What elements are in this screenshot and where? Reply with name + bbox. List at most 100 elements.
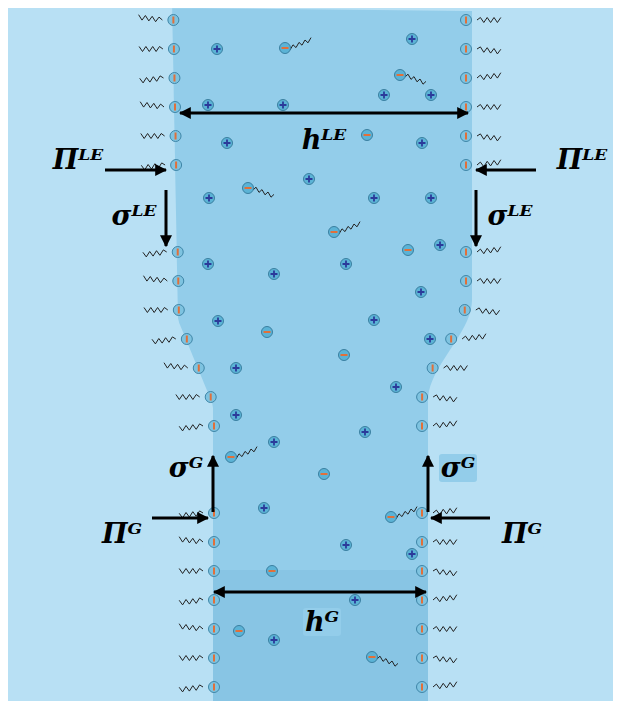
- surfactant-tail: [444, 366, 468, 371]
- surfactant-head: [170, 102, 181, 113]
- anion: [243, 183, 254, 194]
- surfactant-tail: [179, 424, 203, 431]
- charge-sign: [421, 655, 423, 662]
- surfactant-tail: [141, 134, 165, 139]
- surfactant-head: [417, 653, 428, 664]
- symbol-label: hᴸᴱ: [300, 126, 349, 154]
- surfactant-tail: [462, 334, 486, 341]
- surfactant-tail: [139, 47, 163, 52]
- surfactant-tail: [140, 102, 164, 109]
- charge-sign: [213, 423, 215, 430]
- surfactant-head: [169, 73, 180, 84]
- charge-sign: [306, 176, 313, 183]
- surfactant-tail: [339, 222, 360, 234]
- cation: [212, 44, 223, 55]
- charge-sign: [421, 394, 423, 401]
- surfactant-head: [205, 392, 216, 403]
- charge-sign: [465, 17, 467, 24]
- surfactant-tail: [433, 540, 457, 545]
- anion: [280, 43, 291, 54]
- symbol-label: Πᴳ: [100, 520, 144, 548]
- charge-sign: [282, 47, 289, 49]
- surfactant-tail: [144, 276, 168, 283]
- cation: [391, 382, 402, 393]
- surfactant-tail: [236, 447, 257, 459]
- symbol-label: hᴳ: [303, 608, 341, 636]
- charge-sign: [245, 187, 252, 189]
- surfactant-tail: [179, 598, 203, 605]
- surfactant-tail: [290, 38, 311, 50]
- tension-arrow: [475, 190, 478, 246]
- charge-sign: [178, 307, 180, 314]
- surfactant-tail: [433, 627, 457, 632]
- cation: [269, 635, 280, 646]
- cation: [341, 259, 352, 270]
- charge-sign: [421, 568, 423, 575]
- surfactant-head: [193, 363, 204, 374]
- charge-sign: [421, 626, 423, 633]
- cation: [407, 549, 418, 560]
- surfactant-tail: [477, 134, 501, 141]
- cation: [426, 193, 437, 204]
- anion: [262, 327, 273, 338]
- charge-sign: [228, 456, 235, 458]
- symbol-label: Πᴸᴱ: [51, 146, 105, 174]
- cation: [203, 259, 214, 270]
- tension-arrow: [212, 456, 215, 512]
- charge-sign: [175, 133, 177, 140]
- cation: [231, 410, 242, 421]
- charge-sign: [224, 140, 231, 147]
- anion: [403, 245, 414, 256]
- charge-sign: [393, 384, 400, 391]
- liquid-film: [172, 8, 472, 701]
- charge-sign: [465, 133, 467, 140]
- surfactant-tail: [433, 421, 457, 428]
- tension-arrow: [427, 456, 430, 512]
- charge-sign: [174, 104, 176, 111]
- symbol-label: σᴸᴱ: [110, 202, 159, 230]
- charge-sign: [271, 439, 278, 446]
- charge-sign: [465, 46, 467, 53]
- charge-sign: [421, 539, 423, 546]
- charge-sign: [437, 242, 444, 249]
- cation: [278, 100, 289, 111]
- anion: [367, 652, 378, 663]
- charge-sign: [419, 140, 426, 147]
- surfactant-head: [209, 421, 220, 432]
- cation: [379, 90, 390, 101]
- surfactant-head: [446, 334, 457, 345]
- surfactant-head: [461, 44, 472, 55]
- charge-sign: [428, 195, 435, 202]
- charge-sign: [371, 317, 378, 324]
- surfactant-tail: [433, 682, 457, 689]
- charge-sign: [173, 75, 175, 82]
- surfactant-head: [461, 131, 472, 142]
- charge-sign: [271, 637, 278, 644]
- cation: [407, 34, 418, 45]
- surfactant-tail: [396, 507, 417, 519]
- outer-phase: [8, 8, 613, 701]
- surfactant-head: [209, 682, 220, 693]
- anion: [267, 566, 278, 577]
- charge-sign: [465, 104, 467, 111]
- anion: [319, 469, 330, 480]
- charge-sign: [271, 271, 278, 278]
- charge-sign: [177, 249, 179, 256]
- surfactant-tail: [477, 73, 501, 80]
- charge-sign: [213, 539, 215, 546]
- surfactant-head: [461, 102, 472, 113]
- surfactant-tail: [139, 15, 163, 22]
- anion: [226, 452, 237, 463]
- charge-sign: [205, 102, 212, 109]
- charge-sign: [405, 249, 412, 251]
- charge-sign: [213, 655, 215, 662]
- charge-sign: [421, 684, 423, 691]
- charge-sign: [381, 92, 388, 99]
- anion: [395, 70, 406, 81]
- surfactant-head: [172, 247, 183, 258]
- charge-sign: [173, 46, 175, 53]
- surfactant-head: [417, 624, 428, 635]
- charge-sign: [177, 278, 179, 285]
- cation: [231, 363, 242, 374]
- anion: [234, 626, 245, 637]
